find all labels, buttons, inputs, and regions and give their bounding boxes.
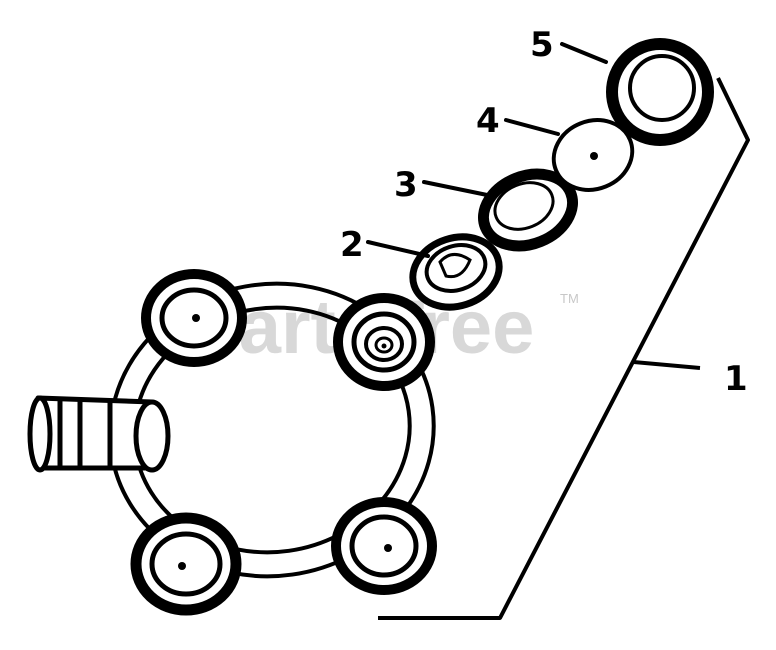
leader-4 [504,118,560,136]
nozzle-boss-top-left [141,269,247,367]
callout-1: 1 [724,359,748,399]
callout-4: 4 [476,101,500,141]
leader-5 [560,42,608,64]
callout-5: 5 [530,25,554,65]
leader-2 [366,240,430,258]
callout-2: 2 [340,225,364,265]
callout-3: 3 [394,165,418,205]
part-3-washer [477,168,579,252]
leader-3 [422,180,494,198]
leader-lines [366,42,608,258]
watermark-trademark: TM [560,291,579,306]
part-4-orifice-disc [551,118,635,192]
assembly-bracket [378,77,750,620]
callout-labels: 5 4 3 2 1 [340,25,748,399]
nozzle-boss-bottom-right [331,497,437,595]
nozzle-boss-top-right [333,293,435,391]
part-2-swirl-insert [409,233,503,311]
part-5-nozzle-cap [606,38,714,146]
nozzle-boss-bottom-left [130,512,242,616]
inlet-barb [27,395,171,473]
